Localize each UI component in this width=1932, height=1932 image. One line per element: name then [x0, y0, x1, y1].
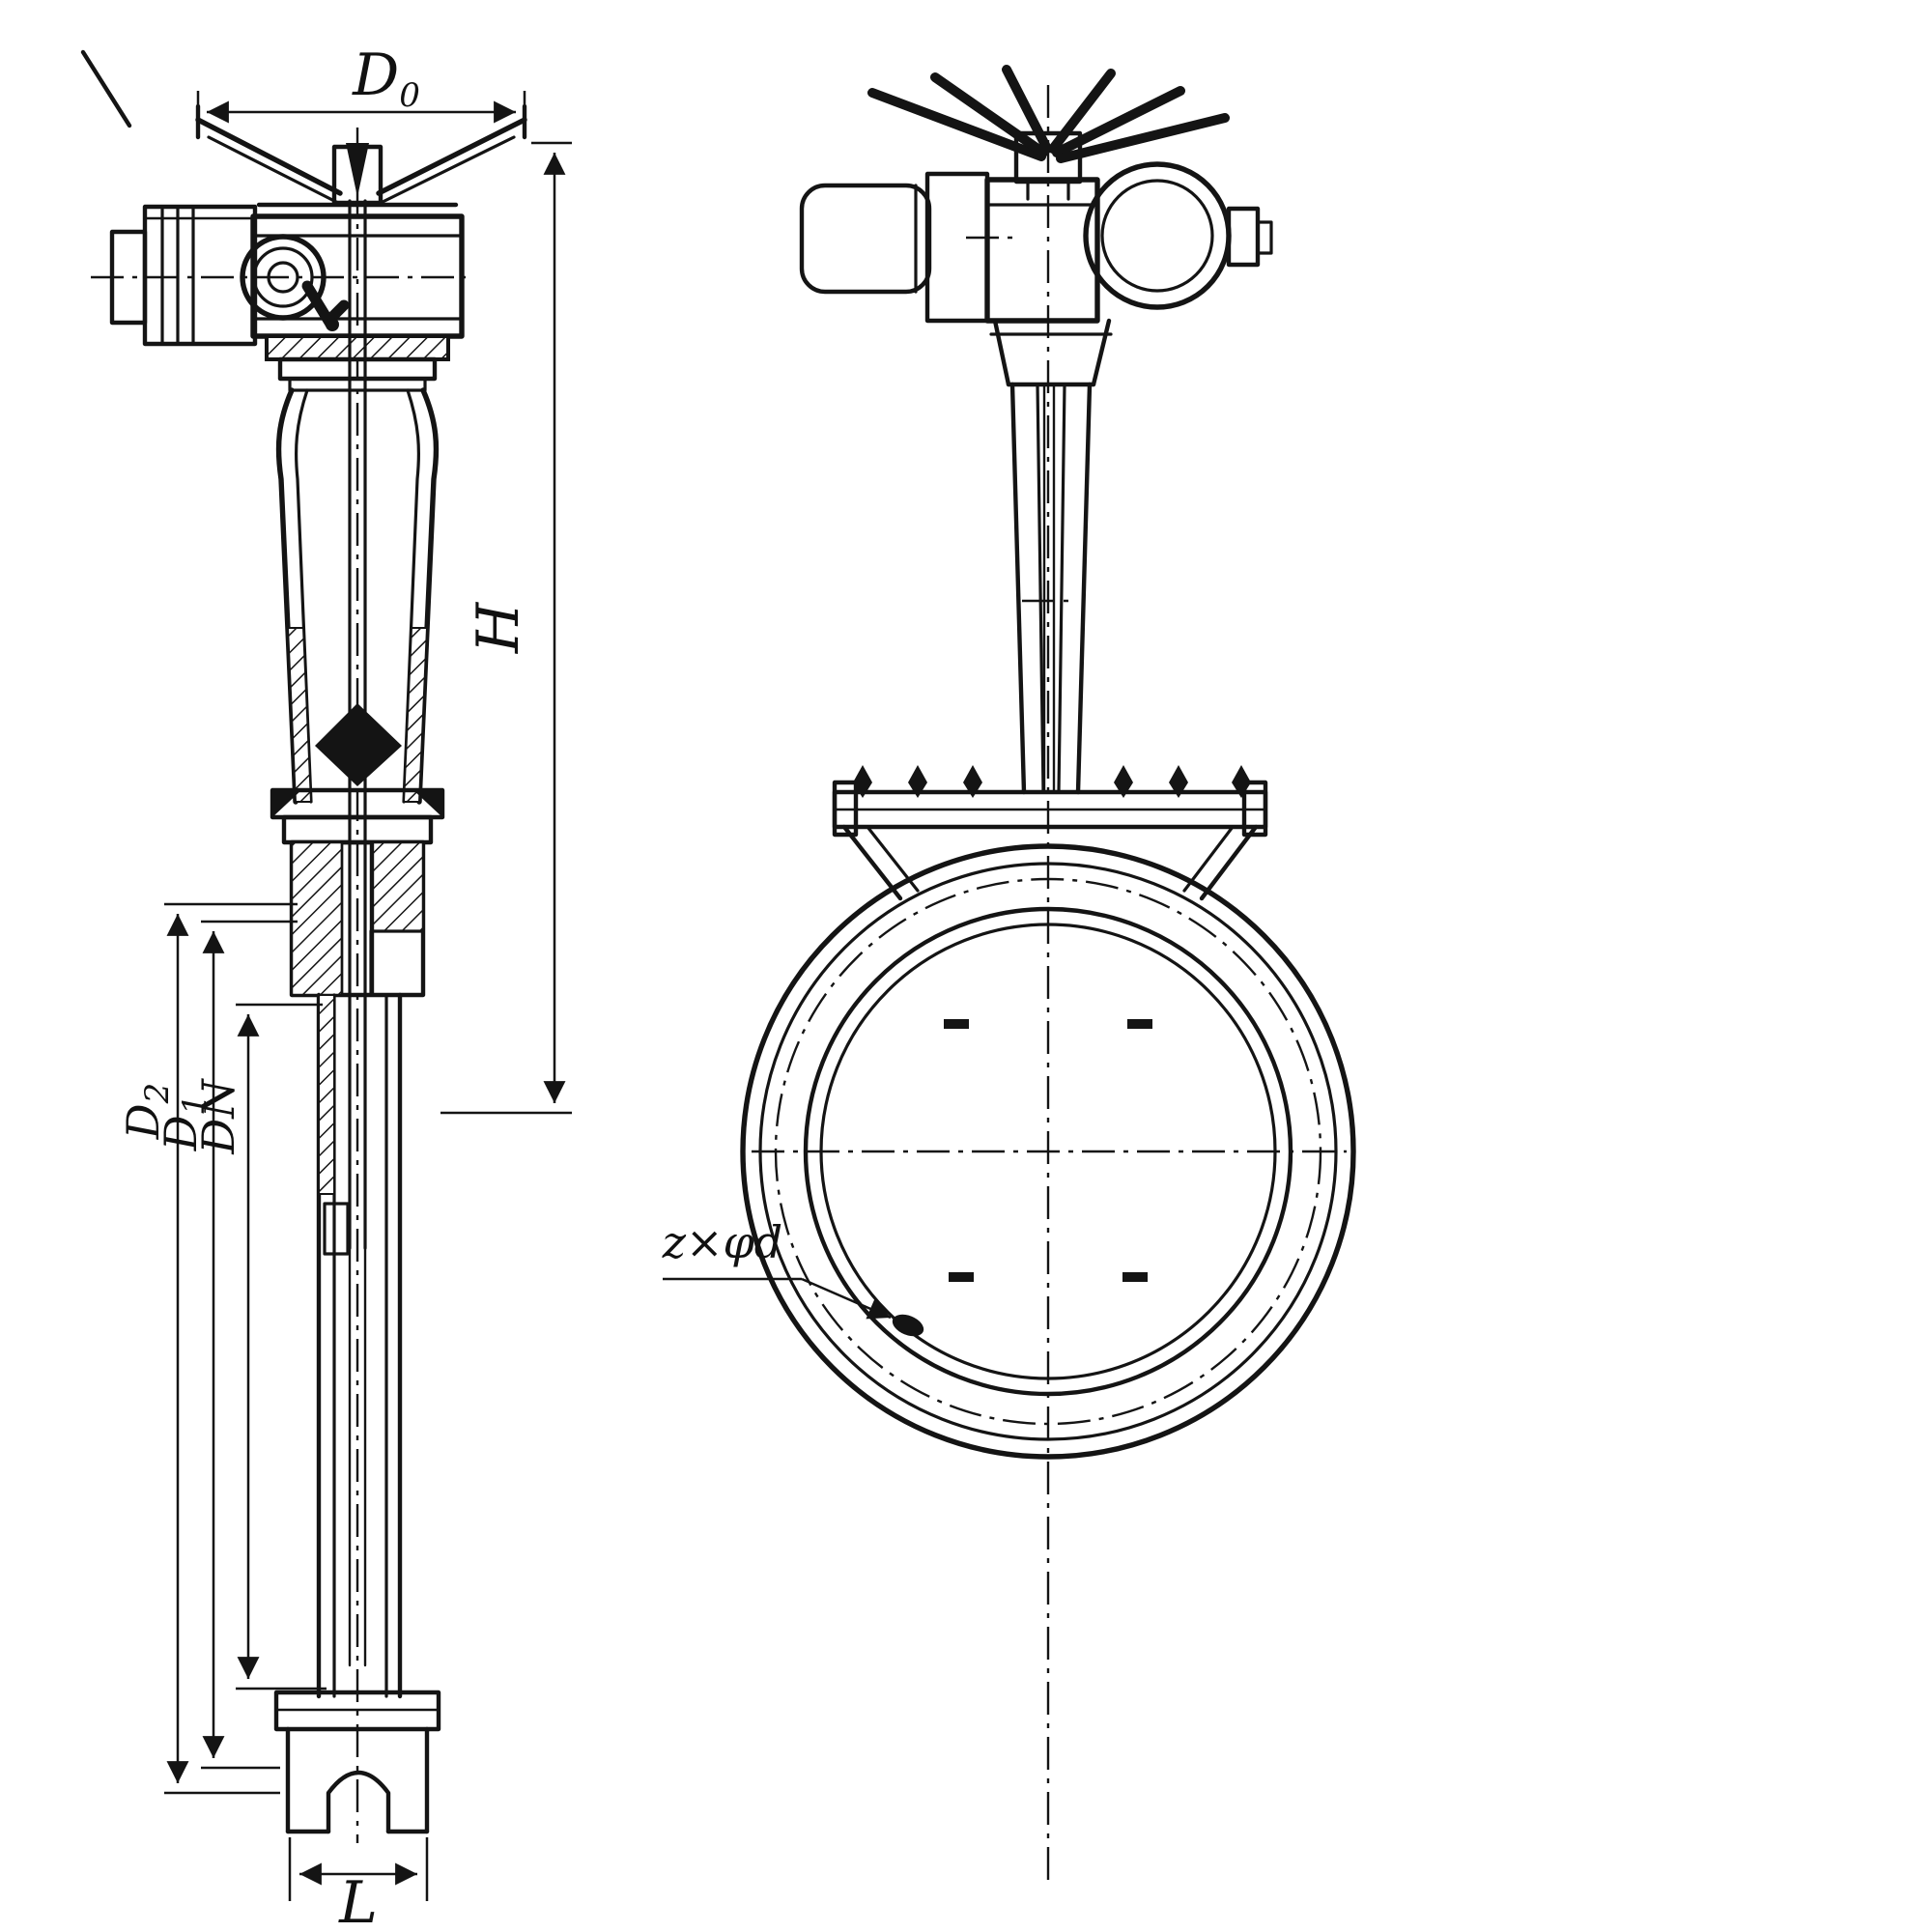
yoke-side: [275, 387, 440, 805]
handwheel-front: [867, 65, 1230, 201]
dimension-d0: D0: [196, 42, 526, 137]
mounting-flange: [265, 334, 450, 392]
motor-side: [109, 204, 258, 347]
dimension-label-l: L: [338, 1869, 378, 1932]
gland-bolt: [963, 765, 982, 798]
bolt-spec-label: z×φd: [662, 1216, 782, 1268]
bolt-spec-callout: z×φd: [662, 1216, 924, 1337]
corner-tick: [80, 49, 132, 128]
handwheel-housing-circle: [1083, 161, 1232, 310]
actuator-front: [924, 161, 1273, 324]
gland-bolt: [1114, 765, 1133, 798]
dimension-d1: D1: [155, 920, 298, 1770]
stem-side: [315, 199, 402, 1250]
bottom-flange-side: [273, 1690, 441, 1834]
dimension-label-h: H: [465, 601, 532, 654]
gland-bolt: [853, 765, 872, 798]
flange-bolt-hole: [892, 1314, 924, 1337]
gland-bolt: [908, 765, 927, 798]
gland-bolt: [1169, 765, 1188, 798]
dimension-label-dn: DN: [192, 1078, 244, 1155]
dimension-h: H: [440, 141, 572, 1115]
motor-front: [799, 183, 1012, 295]
actuator-port-circle: [240, 234, 327, 321]
flange-outer-circle: [740, 843, 1356, 1460]
gland-flange: [832, 765, 1268, 838]
gate-housing-section: [316, 992, 403, 1699]
dimension-label-d0: D0: [352, 42, 420, 115]
valve-body-front: [740, 843, 1356, 1460]
side-section-view: D0 H D2 D1 DN: [80, 42, 572, 1932]
yoke-front: [1009, 382, 1093, 795]
dimension-label-d1: D1: [155, 1094, 214, 1152]
lever-handle: [301, 280, 350, 329]
centerlines-side: [80, 49, 466, 1843]
actuator-bracket: [989, 318, 1113, 387]
dimension-dn: DN: [192, 1003, 327, 1690]
stem-tip: [346, 143, 369, 197]
front-view: z×φd: [662, 65, 1356, 1886]
dimension-label-d2: D2: [117, 1083, 177, 1141]
dimension-l: L: [288, 1837, 429, 1932]
handwheel-side: [195, 103, 527, 208]
stem-nut: [315, 703, 402, 786]
gland-bolt: [1232, 765, 1251, 798]
packing-box-section: [289, 839, 426, 998]
dimension-d2: D2: [117, 902, 298, 1795]
